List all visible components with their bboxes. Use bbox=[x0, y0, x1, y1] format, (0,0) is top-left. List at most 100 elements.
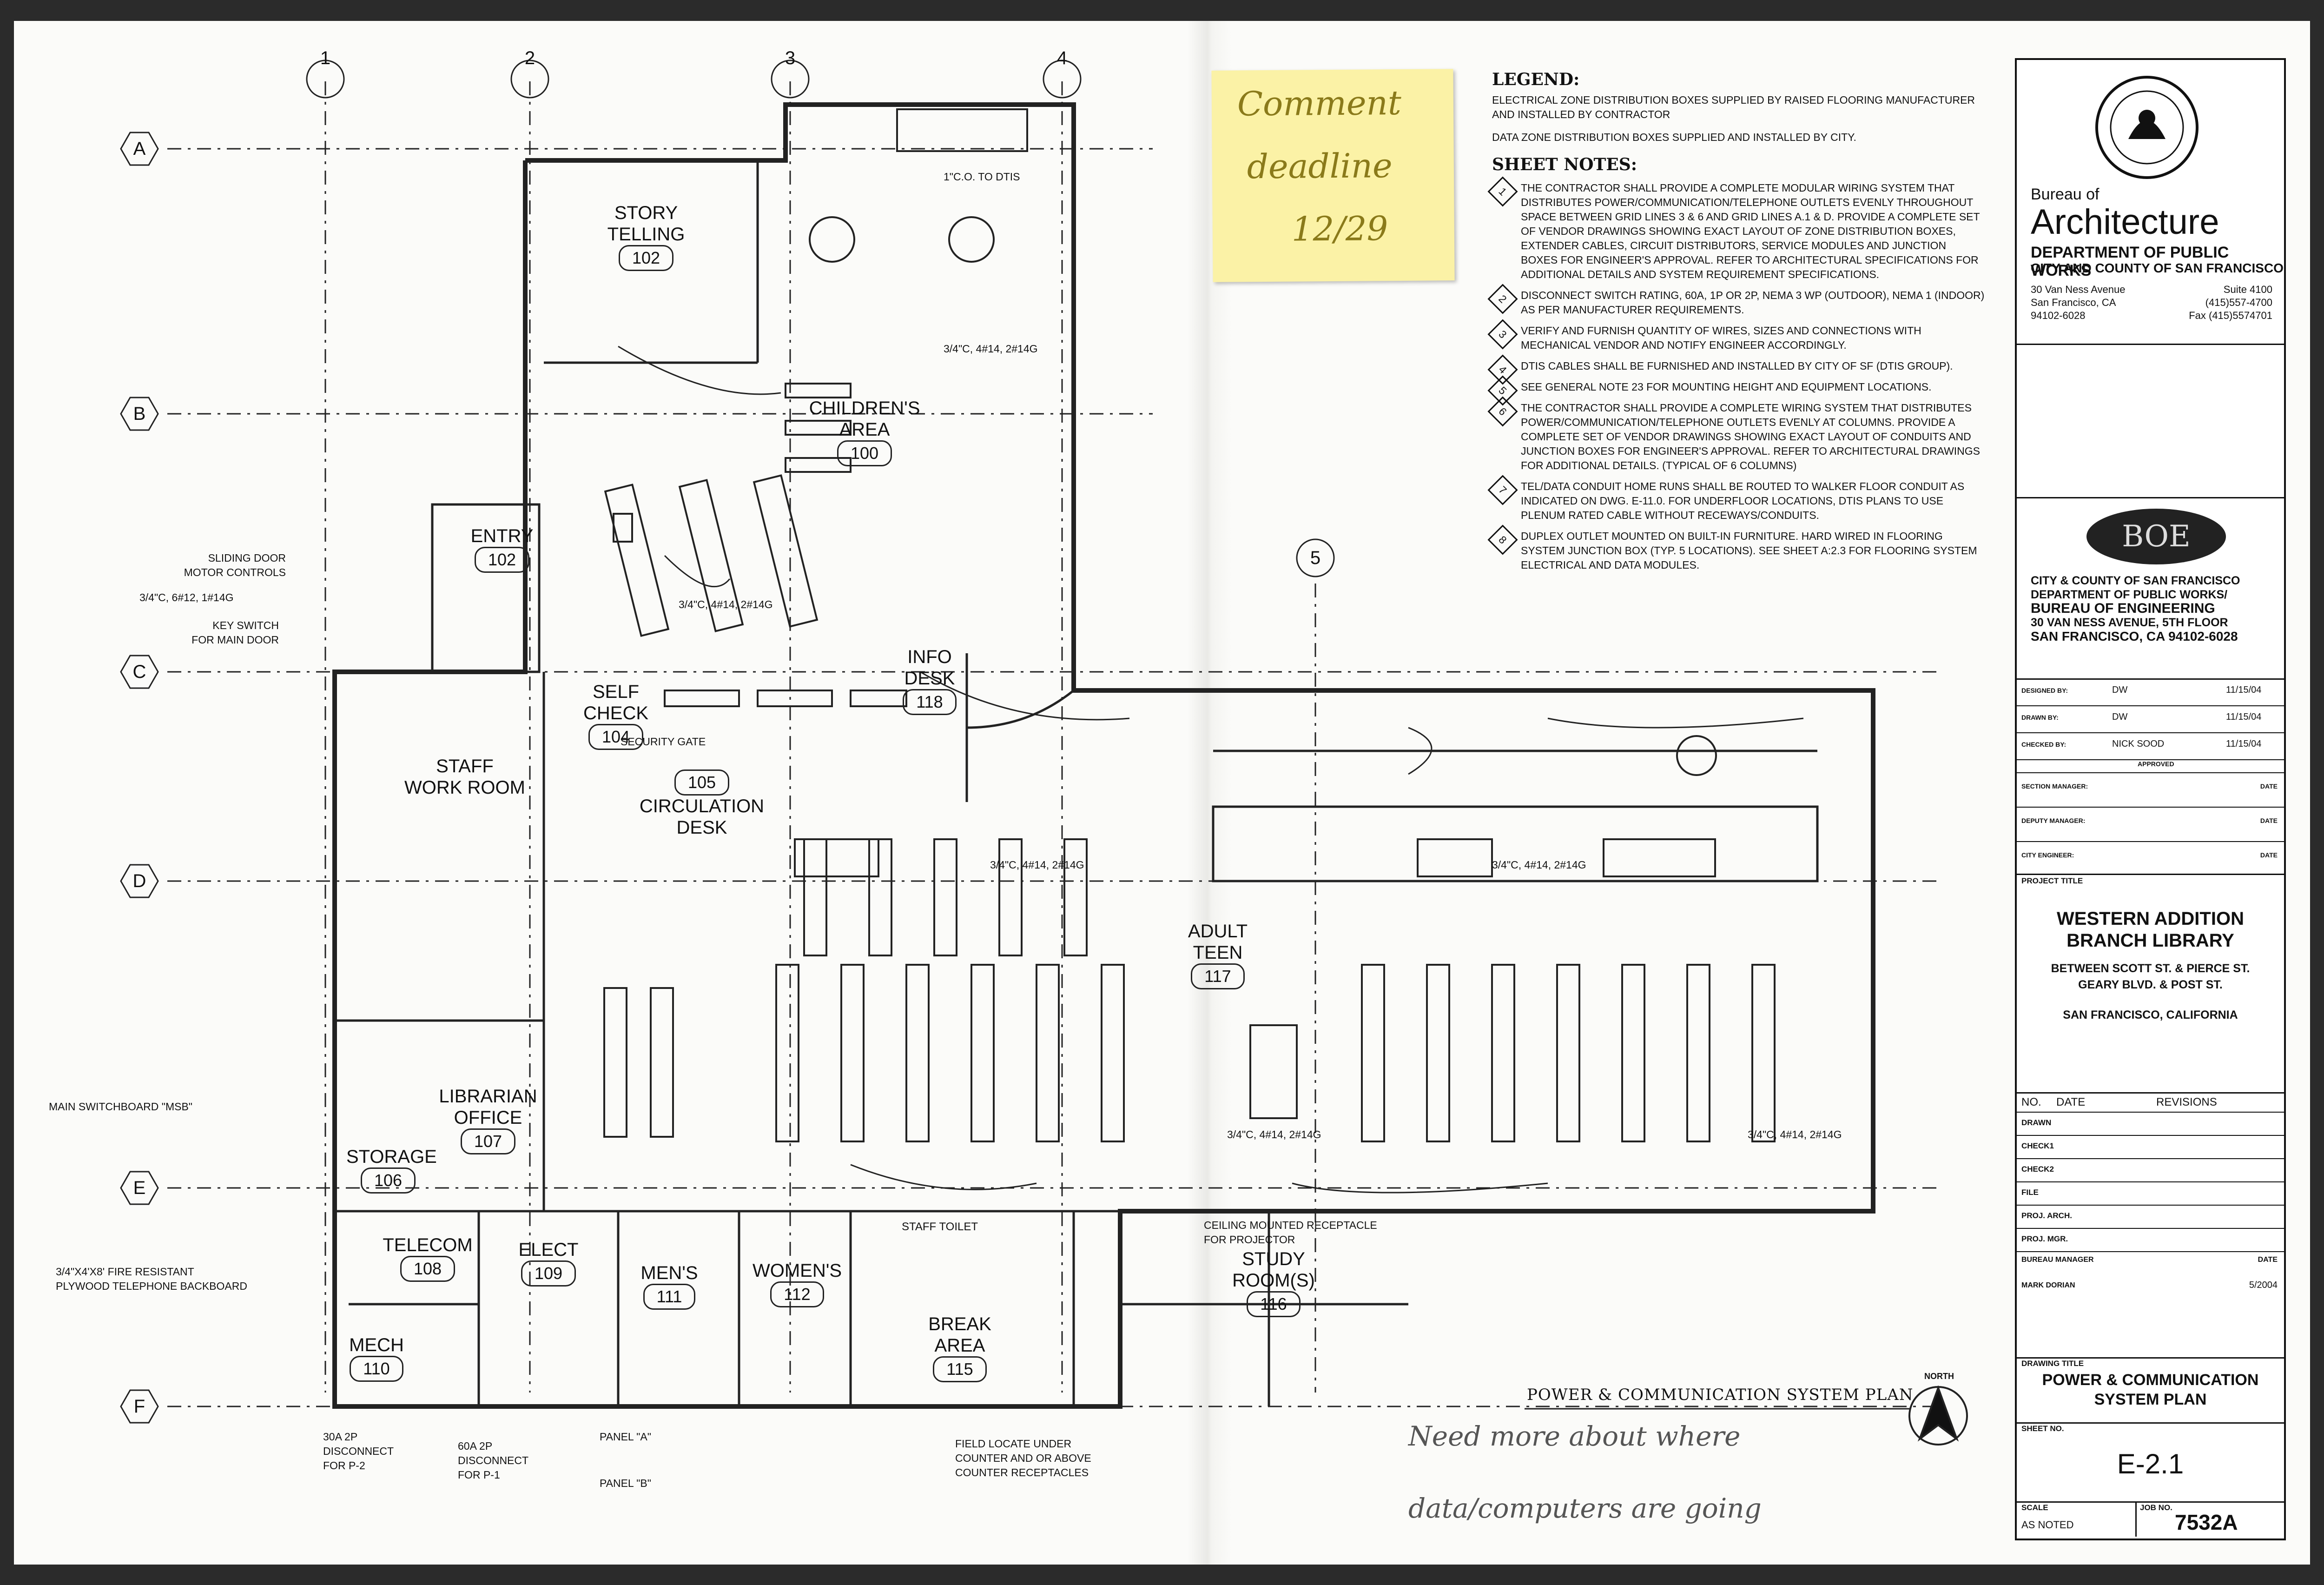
callout-conduit-a: 3/4"C, 6#12, 1#14G bbox=[139, 591, 234, 603]
sticky-line: deadline bbox=[1247, 146, 1393, 186]
room-name: CIRCULATION DESK bbox=[639, 796, 765, 838]
manager-date-label: DATE bbox=[2260, 783, 2278, 790]
sheet-note-text: TEL/DATA CONDUIT HOME RUNS SHALL BE ROUT… bbox=[1521, 480, 1965, 521]
sheet-note-text: VERIFY AND FURNISH QUANTITY OF WIRES, SI… bbox=[1521, 325, 1921, 351]
room-study-rooms: STUDY ROOM(S) 116 bbox=[1218, 1248, 1329, 1317]
room-number: 102 bbox=[474, 547, 530, 573]
room-name: SELF CHECK bbox=[583, 682, 649, 723]
room-name: ENTRY bbox=[470, 526, 534, 546]
legend-item: DATA ZONE DISTRIBUTION BOXES SUPPLIED AN… bbox=[1492, 131, 1856, 143]
revision-row-label: CHECK2 bbox=[2021, 1165, 2054, 1174]
grid-tag-4: 4 bbox=[1056, 48, 1068, 68]
handwritten-comment-2: data/computers are going bbox=[1408, 1492, 1762, 1524]
bureau-manager-date-label: DATE bbox=[2258, 1256, 2278, 1264]
job-number: 7532A bbox=[2175, 1510, 2238, 1534]
manager-row: CITY ENGINEER: DATE bbox=[2017, 841, 2284, 876]
callout-circuit-6: 3/4"C, 4#14, 2#14G bbox=[1748, 1128, 1842, 1141]
manager-label: CITY ENGINEER: bbox=[2021, 851, 2074, 859]
scale-label: SCALE bbox=[2021, 1503, 2048, 1512]
revision-row: PROJ. MGR. bbox=[2017, 1228, 2284, 1252]
room-circulation-desk: 105 CIRCULATION DESK bbox=[632, 769, 772, 838]
address-right: Suite 4100 (415)557-4700 Fax (415)557470… bbox=[2189, 284, 2272, 321]
room-staff-toilet: STAFF TOILET bbox=[902, 1220, 978, 1233]
boe-block: BOE CITY & COUNTY OF SAN FRANCISCO DEPAR… bbox=[2017, 497, 2284, 680]
project-name-1: WESTERN ADDITION bbox=[2057, 909, 2244, 929]
callout-backboard: 3/4"X4'X8' FIRE RESISTANT PLYWOOD TELEPH… bbox=[56, 1266, 247, 1292]
sign-value: NICK SOOD bbox=[2112, 739, 2165, 749]
revision-row: CHECK1 bbox=[2017, 1135, 2284, 1159]
drawing-title-block: DRAWING TITLE POWER & COMMUNICATION SYST… bbox=[2017, 1357, 2284, 1424]
sheet-note-text: THE CONTRACTOR SHALL PROVIDE A COMPLETE … bbox=[1521, 402, 1981, 471]
callout-30a-disconnect: 30A 2P DISCONNECT FOR P-2 bbox=[323, 1431, 394, 1472]
manager-date-label: DATE bbox=[2260, 851, 2278, 859]
revision-row: CHECK2 bbox=[2017, 1158, 2284, 1182]
sheet-note-number: 2 bbox=[1487, 284, 1518, 314]
room-info-desk: INFO DESK 118 bbox=[888, 646, 971, 715]
bureau-architecture-block: Bureau of Architecture DEPARTMENT OF PUB… bbox=[2017, 60, 2284, 345]
callout-circuit-1: 3/4"C, 4#14, 2#14G bbox=[679, 598, 773, 610]
room-name: INFO DESK bbox=[904, 647, 955, 689]
dept-public-works: DEPARTMENT OF PUBLIC WORKS bbox=[2031, 244, 2229, 279]
boe-line: DEPARTMENT OF PUBLIC WORKS/ bbox=[2031, 588, 2228, 601]
room-name: STUDY ROOM(S) bbox=[1232, 1249, 1315, 1291]
grid-tag-a: A bbox=[133, 139, 146, 159]
sticky-note: Comment deadline 12/29 bbox=[1211, 69, 1455, 282]
approved-label: APPROVED bbox=[2138, 760, 2174, 768]
room-number: 109 bbox=[521, 1260, 576, 1287]
boe-line: BUREAU OF ENGINEERING bbox=[2031, 601, 2215, 616]
sign-label: DESIGNED BY: bbox=[2021, 687, 2068, 694]
room-name: STAFF WORK ROOM bbox=[404, 756, 525, 798]
room-number: 118 bbox=[903, 689, 957, 715]
city-county: CITY AND COUNTY OF SAN FRANCISCO bbox=[2031, 261, 2284, 275]
revision-row-label: PROJ. MGR. bbox=[2021, 1234, 2068, 1243]
boe-line: 30 VAN NESS AVENUE, 5TH FLOOR bbox=[2031, 616, 2228, 629]
sticky-line: 12/29 bbox=[1291, 209, 1388, 249]
sign-value: DW bbox=[2112, 712, 2128, 722]
grid-tag-b: B bbox=[133, 404, 146, 424]
room-number: 106 bbox=[360, 1167, 416, 1194]
sheet-number-block: SHEET NO. E-2.1 bbox=[2017, 1422, 2284, 1503]
grid-tag-3: 3 bbox=[785, 48, 796, 68]
revision-row: DRAWN bbox=[2017, 1112, 2284, 1136]
callout-circuit-2: 3/4"C, 4#14, 2#14G bbox=[944, 343, 1038, 355]
room-womens: WOMEN'S 112 bbox=[744, 1260, 851, 1307]
sheet-number: E-2.1 bbox=[2117, 1448, 2184, 1479]
room-number: 108 bbox=[400, 1256, 456, 1282]
room-name: TELECOM bbox=[383, 1235, 473, 1255]
boe-address: CITY & COUNTY OF SAN FRANCISCO DEPARTMEN… bbox=[2031, 574, 2240, 643]
bureau-manager-label: BUREAU MANAGER bbox=[2021, 1256, 2094, 1264]
sheet-note-text: THE CONTRACTOR SHALL PROVIDE A COMPLETE … bbox=[1521, 182, 1980, 280]
callout-panel-b: PANEL "B" bbox=[600, 1477, 651, 1489]
room-name: STORAGE bbox=[346, 1147, 437, 1167]
room-number: 116 bbox=[1247, 1291, 1301, 1317]
sheet-note-number: 3 bbox=[1487, 319, 1518, 350]
callout-sliding-door: SLIDING DOOR MOTOR CONTROLS bbox=[184, 552, 286, 578]
callout-panel-a: PANEL "A" bbox=[600, 1431, 651, 1443]
manager-label: DEPUTY MANAGER: bbox=[2021, 817, 2086, 824]
sheet-no-label: SHEET NO. bbox=[2021, 1424, 2064, 1433]
sheet-notes-title: SHEET NOTES: bbox=[1492, 155, 1637, 174]
room-childrens-area: CHILDREN'S AREA 100 bbox=[795, 398, 934, 466]
room-story-telling: STORY TELLING 102 bbox=[590, 202, 702, 271]
room-number: 104 bbox=[588, 724, 644, 750]
project-name-2: BRANCH LIBRARY bbox=[2067, 930, 2234, 951]
manager-row: DEPUTY MANAGER:DATE bbox=[2017, 807, 2284, 842]
sheet-note-number: 1 bbox=[1487, 176, 1518, 207]
address-left: 30 Van Ness Avenue San Francisco, CA 941… bbox=[2031, 284, 2126, 321]
callout-circuit-5: 3/4"C, 4#14, 2#14G bbox=[1492, 859, 1586, 871]
room-name: ELECT bbox=[518, 1240, 579, 1260]
sheet-note-number: 6 bbox=[1487, 396, 1518, 427]
project-location-1: BETWEEN SCOTT ST. & PIERCE ST. bbox=[2051, 962, 2250, 975]
boe-line: SAN FRANCISCO, CA 94102-6028 bbox=[2031, 629, 2238, 643]
